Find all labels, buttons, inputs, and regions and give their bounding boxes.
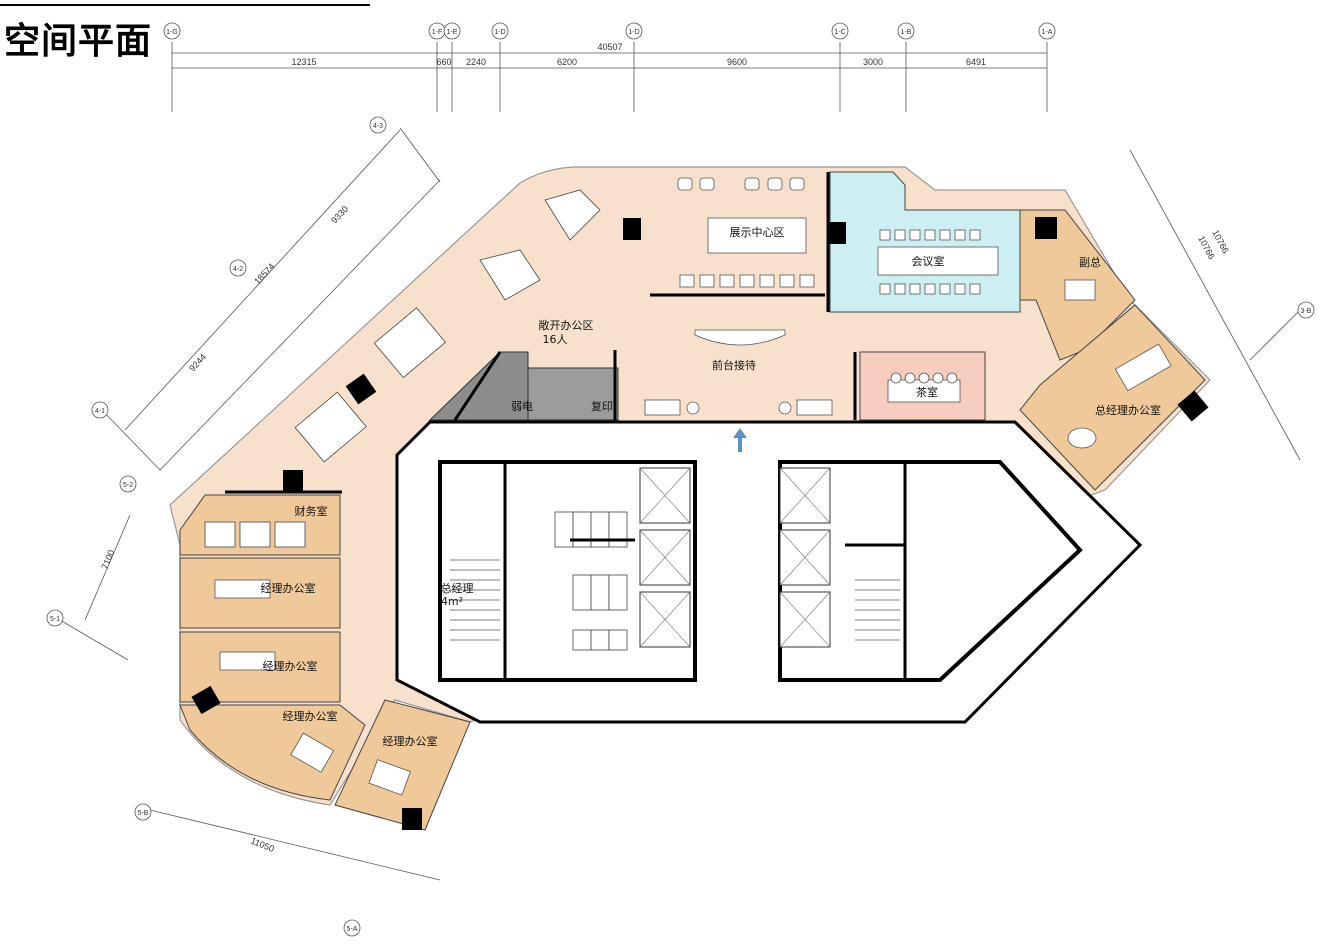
room-label-meeting: 会议室 xyxy=(912,254,945,268)
axis-label-top-4: 1-D xyxy=(494,29,505,36)
meeting-furniture xyxy=(877,229,999,295)
room-label-exhibition: 展示中心区 xyxy=(730,226,785,239)
axis-label-left-2: 4-2 xyxy=(233,266,243,273)
room-label-open-office: 敞开办公区 xyxy=(539,318,594,332)
top-axis-bubbles xyxy=(163,22,1056,40)
axis-label-left-7: 5-A xyxy=(347,926,358,933)
reception-furniture xyxy=(644,329,833,416)
workstation-furniture xyxy=(204,189,601,548)
room-label-reception: 前台接待 xyxy=(712,358,756,372)
axis-label-top-2: 1-F xyxy=(432,29,443,36)
room-label-core-area: 4m² xyxy=(441,595,463,608)
side-dimension-lines xyxy=(59,127,1306,881)
dim-bottom-diag: 11050 xyxy=(249,836,275,854)
office-desks xyxy=(214,279,1172,796)
exhibition-furniture xyxy=(677,177,815,288)
side-axis-bubbles xyxy=(46,116,1315,937)
entrance-arrow-icon xyxy=(733,428,747,452)
print-room-area xyxy=(527,367,619,421)
core-stairs xyxy=(450,559,900,641)
meeting-room-area xyxy=(829,171,1021,313)
dim-top-seg-3: 2240 xyxy=(466,57,486,67)
room-label-weak-current: 弱电 xyxy=(511,400,533,413)
axis-label-left-1: 4-3 xyxy=(373,123,383,130)
room-label-vice-gm: 副总 xyxy=(1079,255,1101,269)
manager-office-3-area xyxy=(179,704,366,801)
axis-label-top-3: 1-E xyxy=(447,29,458,36)
dim-top-seg-1: 12315 xyxy=(291,57,316,67)
axis-label-right-1: 3-B xyxy=(1301,308,1312,315)
building-core xyxy=(395,420,1143,724)
page-title: 空间平面 xyxy=(4,21,153,62)
tea-room-furniture xyxy=(887,372,961,403)
room-label-tea: 茶室 xyxy=(916,385,938,399)
dim-top-seg-7: 6491 xyxy=(966,57,986,67)
axis-label-left-5: 5-1 xyxy=(50,616,60,623)
room-label-manager-3: 经理办公室 xyxy=(283,709,338,723)
dim-top-seg-4: 6200 xyxy=(557,57,577,67)
axis-label-top-5: 1-D xyxy=(628,29,639,36)
dim-top-seg-2: 660 xyxy=(436,57,451,67)
axis-label-left-3: 4-1 xyxy=(95,408,105,415)
room-label-core: 总经理 xyxy=(441,581,474,595)
dim-top-seg-6: 3000 xyxy=(863,57,883,67)
room-label-open-office-count: 16人 xyxy=(543,333,568,346)
core-restroom-stalls xyxy=(554,511,628,651)
dim-top-seg-5: 9600 xyxy=(727,57,747,67)
room-label-manager-1: 经理办公室 xyxy=(261,581,316,595)
axis-label-top-1: 1-G xyxy=(166,29,178,36)
dim-left-diag-total: 18574 xyxy=(252,261,276,286)
room-label-gm-office: 总经理办公室 xyxy=(1095,403,1161,417)
dim-left-lower: 7100 xyxy=(100,548,117,570)
dim-left-diag-b: 9244 xyxy=(187,352,208,373)
room-label-print: 复印 xyxy=(591,399,613,413)
axis-label-top-6: 1-C xyxy=(834,29,845,36)
room-label-manager-4: 经理办公室 xyxy=(383,734,438,748)
core-elevator-crosses xyxy=(639,467,831,648)
axis-label-top-8: 1-A xyxy=(1042,29,1053,36)
top-dimension-group xyxy=(171,42,1048,112)
axis-label-top-7: 1-B xyxy=(901,29,912,36)
room-label-manager-2: 经理办公室 xyxy=(263,659,318,673)
structural-columns xyxy=(191,217,1209,830)
manager-office-4-area xyxy=(334,699,471,831)
title-rule xyxy=(0,4,370,6)
room-label-finance: 财务室 xyxy=(295,504,328,518)
core-partition-walls xyxy=(503,462,907,680)
dim-left-diag-a: 9330 xyxy=(329,204,350,225)
axis-label-left-6: 5-B xyxy=(138,810,149,817)
axis-label-left-4: 5-2 xyxy=(123,482,133,489)
dim-top-total: 40507 xyxy=(597,42,622,52)
